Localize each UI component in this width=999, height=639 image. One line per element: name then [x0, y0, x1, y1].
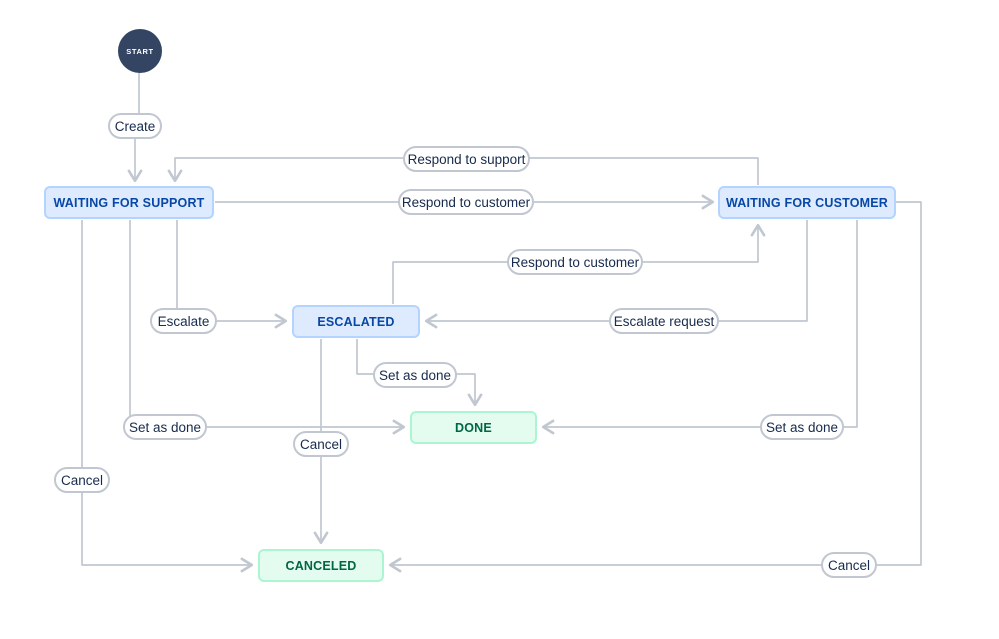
- status-label: ESCALATED: [317, 314, 395, 329]
- status-waiting-for-customer[interactable]: WAITING FOR CUSTOMER: [718, 186, 896, 219]
- edge-cancel-left: [81, 220, 254, 573]
- transition-escalate-request[interactable]: Escalate request: [609, 308, 719, 334]
- transition-label: Respond to customer: [510, 254, 640, 270]
- transition-label: Set as done: [765, 419, 839, 435]
- start-node-label: START: [126, 46, 154, 56]
- edge-cancel-right: [388, 201, 922, 573]
- transition-label: Escalate request: [613, 313, 715, 329]
- transition-label: Set as done: [378, 367, 452, 383]
- transition-label: Respond to support: [407, 151, 526, 167]
- transition-set-as-done-right[interactable]: Set as done: [760, 414, 844, 440]
- transition-cancel-left[interactable]: Cancel: [54, 467, 110, 493]
- transition-label: Create: [114, 118, 156, 134]
- status-label: DONE: [455, 420, 492, 435]
- transition-escalate[interactable]: Escalate: [150, 308, 217, 334]
- transition-set-as-done-mid[interactable]: Set as done: [373, 362, 457, 388]
- status-waiting-for-support[interactable]: WAITING FOR SUPPORT: [44, 186, 214, 219]
- edge-set-as-done-right: [541, 220, 858, 435]
- transition-label: Respond to customer: [401, 194, 531, 210]
- transition-respond-to-support[interactable]: Respond to support: [403, 146, 530, 172]
- transition-cancel-right[interactable]: Cancel: [821, 552, 877, 578]
- transition-label: Escalate: [157, 313, 210, 329]
- status-label: WAITING FOR CUSTOMER: [725, 195, 889, 210]
- edge-escalate-request: [424, 220, 808, 329]
- transition-label: Cancel: [299, 436, 343, 452]
- edge-escalate: [176, 220, 288, 329]
- status-label: WAITING FOR SUPPORT: [53, 195, 205, 210]
- status-escalated[interactable]: ESCALATED: [292, 305, 420, 338]
- transition-respond-to-customer-top[interactable]: Respond to customer: [398, 189, 534, 215]
- transition-label: Cancel: [827, 557, 871, 573]
- transition-set-as-done-left[interactable]: Set as done: [123, 414, 207, 440]
- status-label: CANCELED: [285, 558, 357, 573]
- transition-label: Cancel: [60, 472, 104, 488]
- transition-cancel-mid[interactable]: Cancel: [293, 431, 349, 457]
- status-canceled[interactable]: CANCELED: [258, 549, 384, 582]
- transition-label: Set as done: [128, 419, 202, 435]
- transition-respond-to-customer-mid[interactable]: Respond to customer: [507, 249, 643, 275]
- status-done[interactable]: DONE: [410, 411, 537, 444]
- start-node[interactable]: START: [118, 29, 162, 73]
- transition-create[interactable]: Create: [108, 113, 162, 139]
